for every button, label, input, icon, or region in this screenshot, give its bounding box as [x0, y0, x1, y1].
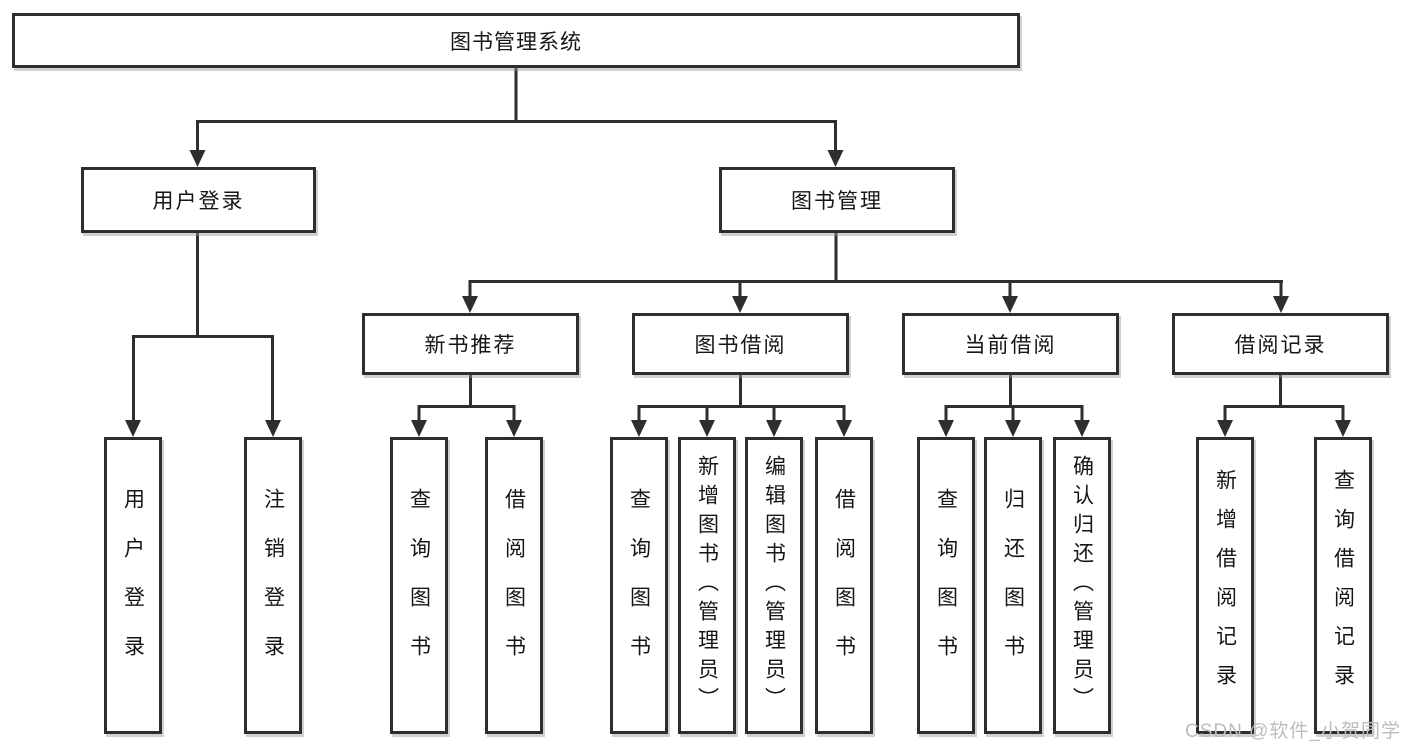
- leaf-label: 确认归还（管理员）: [1070, 455, 1094, 716]
- leaf-label: 查询图书: [627, 487, 651, 684]
- arrow-down: [1217, 420, 1233, 437]
- arrow-down: [462, 296, 478, 313]
- leaf-label: 编辑图书（管理员）: [762, 455, 786, 716]
- node-new-book-recommend: 新书推荐: [362, 313, 579, 375]
- leaf-return-books: 归还图书: [984, 437, 1042, 734]
- node-label: 用户登录: [152, 190, 245, 213]
- arrow-down: [411, 420, 427, 437]
- node-label: 新书推荐: [424, 334, 517, 357]
- arrow-down: [1335, 420, 1351, 437]
- node-label: 图书借阅: [694, 334, 787, 357]
- arrow-down: [125, 420, 141, 437]
- arrowheads: [125, 150, 1351, 437]
- node-label: 当前借阅: [964, 334, 1057, 357]
- node-label: 图书管理系统: [450, 30, 582, 54]
- leaf-edit-books-admin: 编辑图书（管理员）: [745, 437, 803, 734]
- node-book-borrow: 图书借阅: [632, 313, 849, 375]
- csdn-watermark: CSDN @软件_小贺同学: [1185, 721, 1401, 742]
- leaf-label: 新增图书（管理员）: [695, 455, 719, 716]
- arrow-down: [1273, 296, 1289, 313]
- arrow-down: [766, 420, 782, 437]
- leaf-label: 借阅图书: [832, 487, 856, 684]
- edge-new-book-branch: [417, 375, 516, 422]
- edge-borrow-record-branch: [1223, 375, 1345, 422]
- leaf-borrow-books-newbook: 借阅图书: [485, 437, 543, 734]
- arrow-down: [1002, 296, 1018, 313]
- edge-root-to-level2: [196, 68, 837, 152]
- leaf-query-books-borrow: 查询图书: [610, 437, 668, 734]
- leaf-label: 查询图书: [934, 487, 958, 684]
- leaf-label: 新增借阅记录: [1213, 468, 1237, 703]
- node-borrow-records: 借阅记录: [1172, 313, 1389, 375]
- arrow-down: [938, 420, 954, 437]
- arrow-down: [506, 420, 522, 437]
- edge-current-borrow-branch: [944, 375, 1084, 422]
- leaf-query-books-newbook: 查询图书: [390, 437, 448, 734]
- arrow-down: [732, 296, 748, 313]
- leaf-query-borrow-record: 查询借阅记录: [1314, 437, 1372, 734]
- leaf-label: 借阅图书: [502, 487, 526, 684]
- node-label: 图书管理: [791, 190, 883, 213]
- arrow-down: [699, 420, 715, 437]
- arrow-down: [265, 420, 281, 437]
- arrow-down: [827, 150, 844, 167]
- arrow-down: [1074, 420, 1090, 437]
- arrow-down: [1005, 420, 1021, 437]
- leaf-borrow-books: 借阅图书: [815, 437, 873, 734]
- edge-user-login-branch: [132, 233, 274, 422]
- leaf-label: 查询借阅记录: [1331, 468, 1355, 703]
- leaf-query-books-current: 查询图书: [917, 437, 975, 734]
- leaf-label: 归还图书: [1001, 487, 1025, 684]
- arrow-down: [631, 420, 647, 437]
- leaf-add-books-admin: 新增图书（管理员）: [678, 437, 736, 734]
- node-user-login: 用户登录: [81, 167, 316, 233]
- node-label: 借阅记录: [1234, 334, 1327, 357]
- node-root-system: 图书管理系统: [12, 13, 1020, 68]
- leaf-label: 查询图书: [407, 487, 431, 684]
- arrow-down: [189, 150, 206, 167]
- edge-book-mgmt-to-level3: [468, 233, 1283, 298]
- leaf-user-login: 用户登录: [104, 437, 162, 734]
- edge-book-borrow-branch: [637, 375, 846, 422]
- leaf-confirm-return-admin: 确认归还（管理员）: [1053, 437, 1111, 734]
- leaf-add-borrow-record: 新增借阅记录: [1196, 437, 1254, 734]
- node-book-management: 图书管理: [719, 167, 955, 233]
- leaf-label: 注销登录: [261, 487, 285, 684]
- leaf-label: 用户登录: [121, 487, 145, 684]
- arrow-down: [836, 420, 852, 437]
- node-current-borrow: 当前借阅: [902, 313, 1119, 375]
- leaf-logout: 注销登录: [244, 437, 302, 734]
